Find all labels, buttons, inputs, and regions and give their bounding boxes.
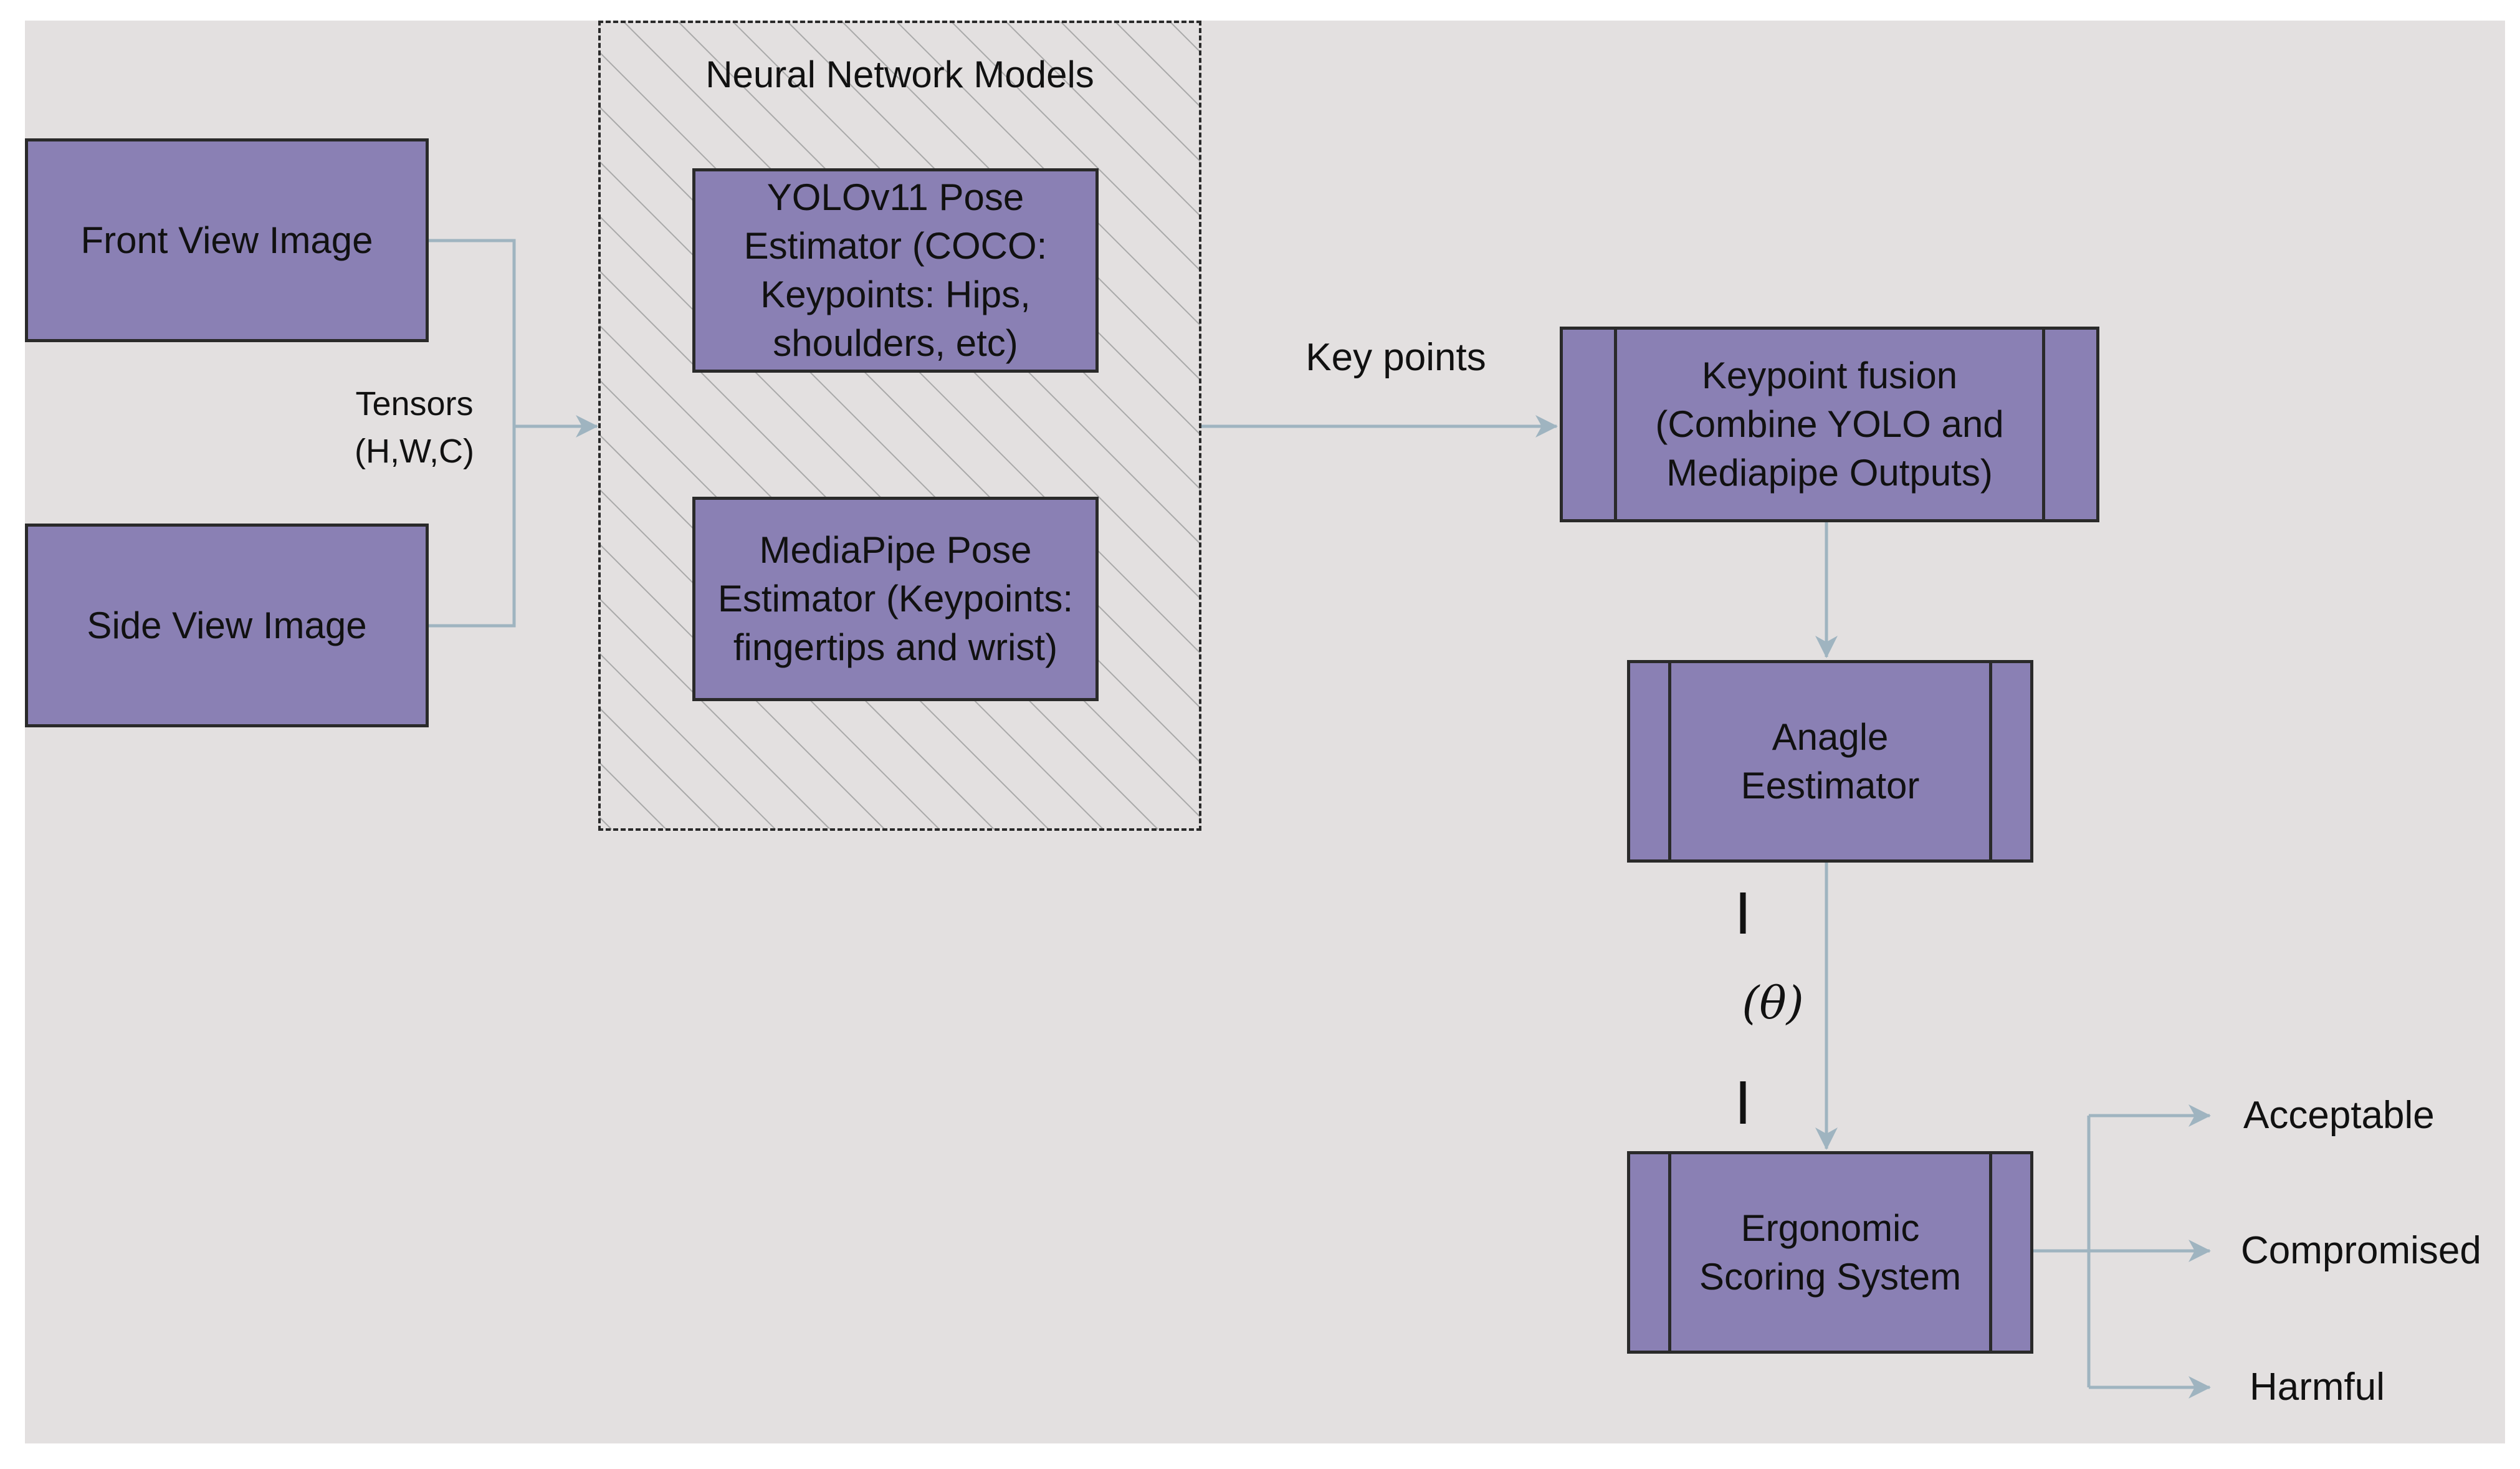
output-harmful: Harmful: [2250, 1366, 2385, 1409]
mediapipe-box: MediaPipe Pose Estimator (Keypoints: fin…: [692, 497, 1099, 701]
angle-right-bar: [1989, 663, 1992, 859]
fusion-right-bar: [2042, 330, 2045, 519]
output-acceptable: Acceptable: [2243, 1094, 2435, 1137]
angle-estimator-label: Anagle Eestimator: [1740, 715, 1920, 806]
fusion-box: Keypoint fusion (Combine YOLO and Mediap…: [1560, 327, 2099, 522]
models-group-frame: [598, 21, 1201, 831]
keypoints-label: Key points: [1305, 336, 1486, 379]
front-view-connector: [429, 239, 516, 426]
tensors-label: Tensors (H,W,C): [355, 385, 474, 470]
angle-estimator-box: Anagle Eestimator: [1627, 660, 2033, 863]
yolo-label: YOLOv11 Pose Estimator (COCO: Keypoints:…: [743, 176, 1048, 364]
angle-left-bar: [1668, 663, 1671, 859]
side-view-box: Side View Image: [25, 524, 429, 727]
mediapipe-label: MediaPipe Pose Estimator (Keypoints: fin…: [717, 529, 1074, 668]
output-compromised: Compromised: [2241, 1229, 2481, 1272]
scoring-left-bar: [1668, 1154, 1671, 1351]
side-view-label: Side View Image: [87, 604, 367, 646]
front-view-box: Front View Image: [25, 138, 429, 342]
side-view-connector: [429, 426, 516, 628]
scoring-right-bar: [1989, 1154, 1992, 1351]
models-group-title: Neural Network Models: [705, 54, 1094, 95]
front-view-label: Front View Image: [80, 219, 373, 261]
diagram-background: [25, 21, 2505, 1443]
fusion-left-bar: [1614, 330, 1617, 519]
scoring-label: Ergonomic Scoring System: [1699, 1207, 1962, 1298]
yolo-box: YOLOv11 Pose Estimator (COCO: Keypoints:…: [692, 168, 1099, 373]
scoring-box: Ergonomic Scoring System: [1627, 1151, 2033, 1354]
theta-label: (θ): [1742, 977, 1804, 1029]
fusion-label: Keypoint fusion (Combine YOLO and Mediap…: [1655, 355, 2004, 494]
